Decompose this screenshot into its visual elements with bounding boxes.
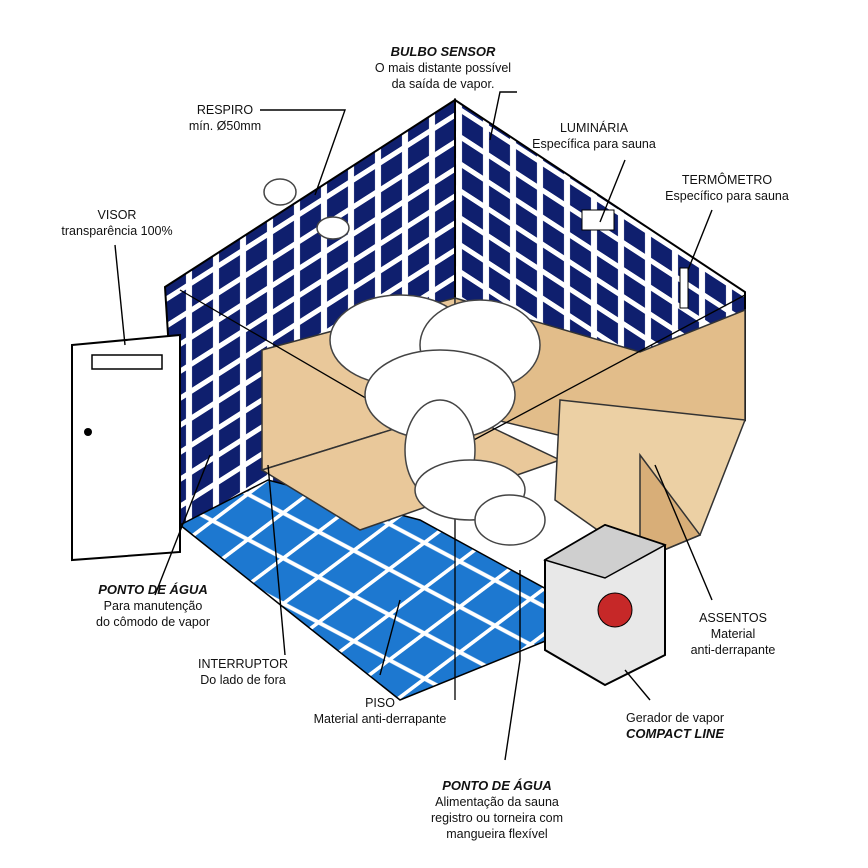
door-knob [84,428,92,436]
label-line: Material anti-derrapante [313,712,447,726]
label-line: da saída de vapor. [391,77,495,91]
label-ponto-agua-manutencao: PONTO DE ÁGUA Para manutenção do cômodo … [96,582,210,630]
label-visor: VISOR transparência 100% [61,207,172,239]
label-gerador: Gerador de vapor COMPACT LINE [626,710,724,742]
label-line: transparência 100% [61,224,173,238]
label-title: TERMÔMETRO [681,173,773,187]
lamp-icon [581,209,615,231]
steam-generator [543,523,667,687]
label-line: do cômodo de vapor [96,615,210,629]
label-line: mín. Ø50mm [188,119,262,133]
label-line: Alimentação da sauna [435,795,559,809]
label-termometro: TERMÔMETRO Específico para sauna [665,172,789,204]
label-title: VISOR [97,208,137,222]
label-title: LUMINÁRIA [559,121,629,135]
label-title: RESPIRO [196,103,254,117]
label-respiro: RESPIRO mín. Ø50mm [189,102,261,134]
label-line: mangueira flexível [446,827,548,841]
label-title: INTERRUPTOR [197,657,289,671]
label-luminaria: LUMINÁRIA Específica para sauna [532,120,656,152]
label-line: Do lado de fora [200,673,286,687]
label-interruptor: INTERRUPTOR Do lado de fora [198,656,288,688]
label-bulbo-sensor: BULBO SENSOR O mais distante possível da… [375,44,511,92]
door [71,333,181,562]
label-title: PONTO DE ÁGUA [442,778,552,793]
label-line: Gerador de vapor [626,711,724,725]
thermometer-icon [679,267,689,309]
label-title: PISO [365,696,395,710]
label-ponto-agua-alimentacao: PONTO DE ÁGUA Alimentação da sauna regis… [431,778,563,842]
label-line: Material [710,627,756,641]
label-line: O mais distante possível [374,61,512,75]
label-title: PONTO DE ÁGUA [98,582,208,597]
label-line: Para manutenção [103,599,203,613]
label-assentos: ASSENTOS Material anti-derrapante [691,610,776,658]
door-visor [91,354,163,370]
label-line: Específico para sauna [665,189,789,203]
label-line: registro ou torneira com [430,811,564,825]
label-piso: PISO Material anti-derrapante [314,695,447,727]
label-line: anti-derrapante [690,643,776,657]
label-line: Específica para sauna [532,137,656,151]
label-title: BULBO SENSOR [390,44,496,59]
label-title: COMPACT LINE [626,726,724,741]
steam-cloud-icon [263,178,546,546]
leader-lines [114,91,713,761]
label-title: ASSENTOS [699,611,767,625]
